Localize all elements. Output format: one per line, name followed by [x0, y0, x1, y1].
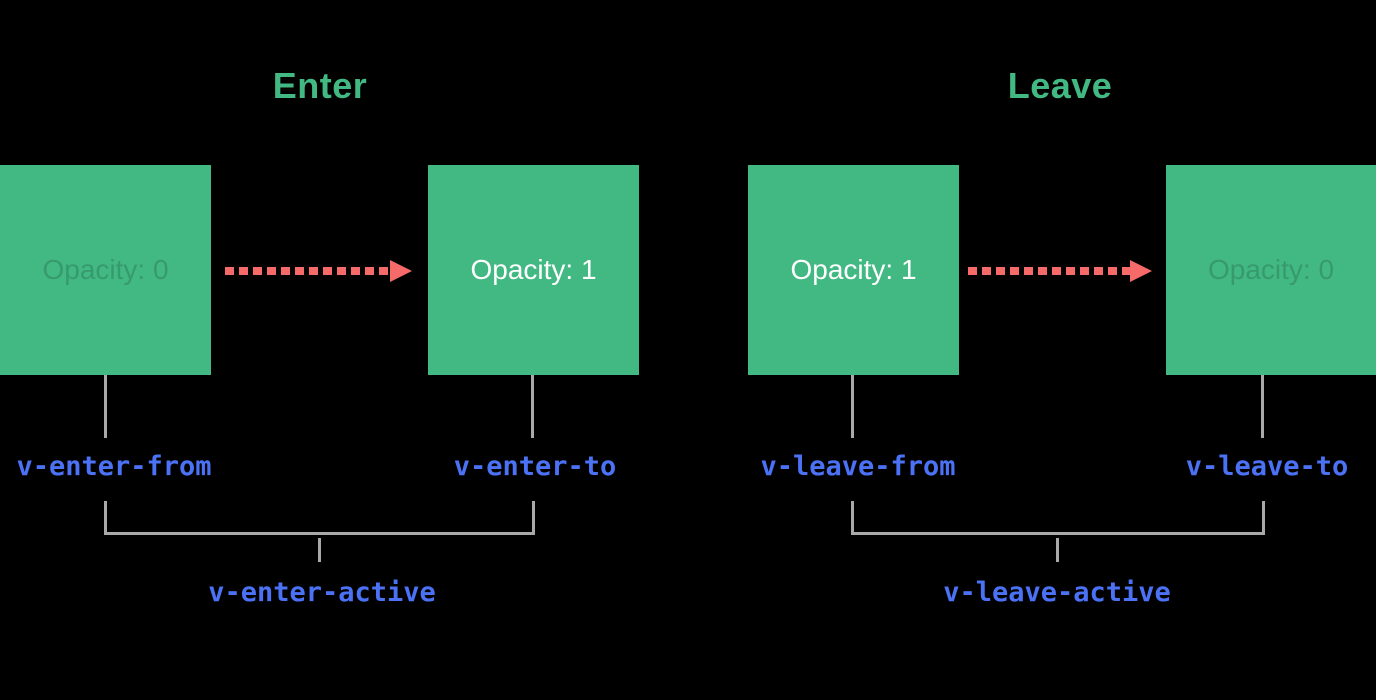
leave-transition-arrowhead-icon	[1130, 260, 1152, 282]
enter-section-title: Enter	[272, 65, 368, 106]
leave-to-opacity-text: Opacity: 0	[1207, 254, 1335, 285]
enter-to-connector-line	[531, 375, 534, 438]
leave-from-box: Opacity: 1	[748, 165, 959, 375]
leave-to-class-label: v-leave-to	[1185, 451, 1349, 482]
leave-transition-arrow-dashes	[968, 267, 1131, 275]
enter-transition-arrow-dashes	[225, 267, 391, 275]
enter-to-opacity-text: Opacity: 1	[470, 254, 597, 285]
enter-from-class-label: v-enter-from	[16, 451, 212, 482]
leave-active-bracket-stem	[1056, 538, 1059, 562]
enter-from-connector-line	[104, 375, 107, 438]
leave-from-connector-line	[851, 375, 854, 438]
leave-to-box: Opacity: 0	[1166, 165, 1376, 375]
enter-from-box: Opacity: 0	[0, 165, 211, 375]
enter-from-opacity-text: Opacity: 0	[42, 254, 169, 285]
enter-transition-arrowhead-icon	[390, 260, 412, 282]
enter-active-class-label: v-enter-active	[208, 577, 436, 608]
leave-section-title: Leave	[1007, 65, 1113, 106]
enter-active-bracket-stem	[318, 538, 321, 562]
leave-active-bracket	[851, 501, 1265, 535]
enter-to-box: Opacity: 1	[428, 165, 639, 375]
leave-from-opacity-text: Opacity: 1	[790, 254, 917, 285]
leave-from-class-label: v-leave-from	[760, 451, 956, 482]
enter-to-class-label: v-enter-to	[453, 451, 617, 482]
leave-to-connector-line	[1261, 375, 1264, 438]
leave-active-class-label: v-leave-active	[943, 577, 1171, 608]
enter-active-bracket	[104, 501, 535, 535]
